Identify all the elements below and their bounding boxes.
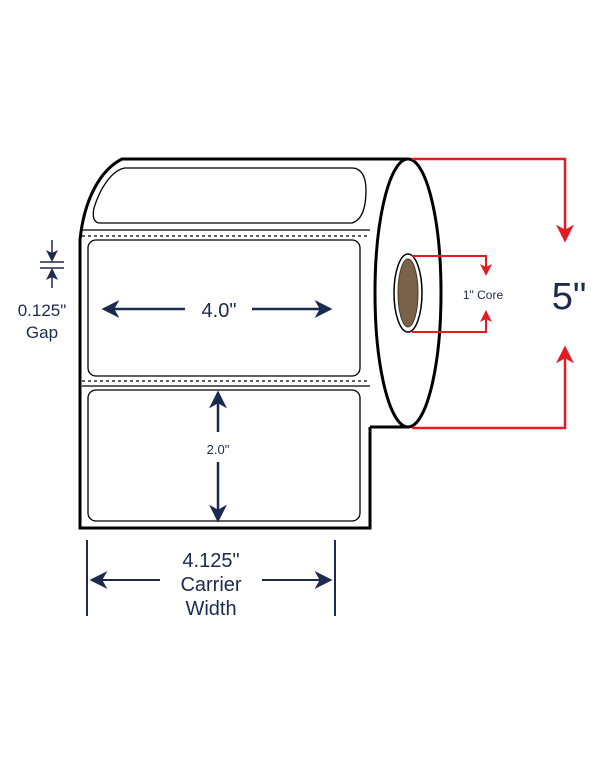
core-bracket-top: [412, 255, 492, 276]
label-width-text: 4.0": [202, 300, 237, 322]
roll-diameter-dimension: 5": [412, 157, 587, 430]
carrier-value-text: 4.125": [182, 550, 239, 572]
core-bracket-bottom: [412, 310, 492, 333]
roll-core: [393, 253, 423, 333]
core-label-text: 1" Core: [463, 288, 504, 302]
core-inner: [397, 258, 419, 328]
carrier-word-2-text: Width: [185, 598, 236, 620]
gap-value-text: 0.125": [18, 301, 67, 320]
label-height-dimension: 2.0": [207, 390, 230, 523]
carrier-width-dimension: 4.125" Carrier Width: [86, 540, 336, 620]
label-middle-outline: [87, 239, 361, 377]
label-roll: [78, 157, 443, 530]
roll-top-curve: [78, 157, 408, 530]
diameter-bracket-top: [412, 157, 574, 243]
roll-diameter-text: 5": [552, 276, 587, 318]
label-height-text: 2.0": [207, 442, 230, 457]
label-width-dimension: 4.0": [101, 300, 333, 322]
carrier-word-1-text: Carrier: [180, 574, 241, 596]
core-dimension: 1" Core: [412, 255, 504, 333]
diameter-bracket-bottom: [412, 345, 574, 430]
gap-dimension: 0.125" Gap: [18, 240, 67, 342]
gap-word-text: Gap: [26, 323, 58, 342]
top-label-outline: [92, 167, 367, 224]
